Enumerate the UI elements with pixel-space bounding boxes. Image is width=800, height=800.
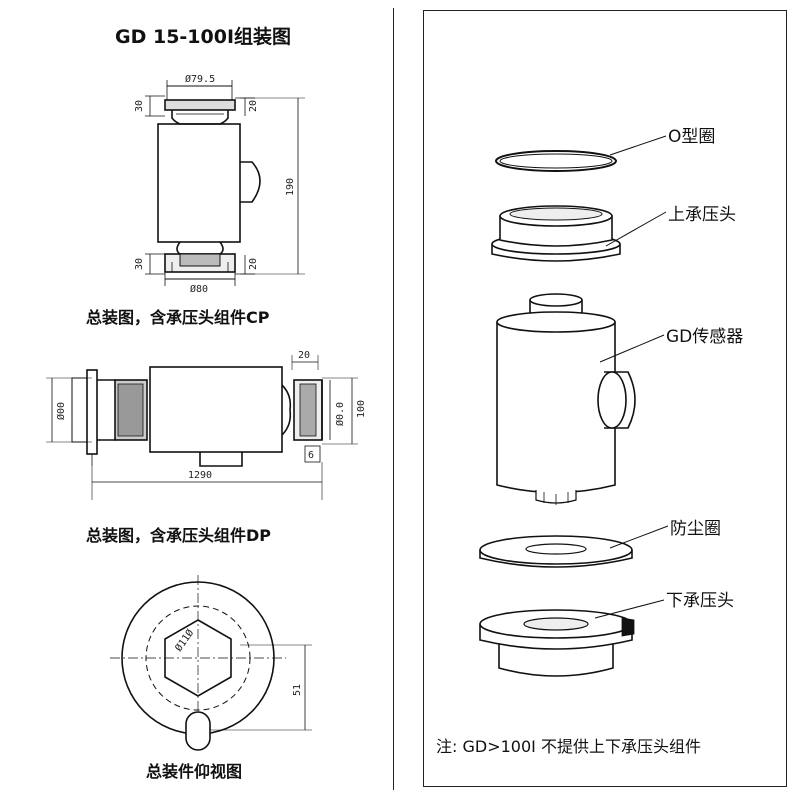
label-lower-head: 下承压头 [666,591,734,611]
assembly-title: GD 15-100I组装图 [115,26,292,48]
dim-cp-top-width: Ø79.5 [185,73,215,85]
svg-text:51: 51 [292,684,303,696]
caption-bottom-view: 总装件仰视图 [146,762,243,781]
label-gd-sensor: GD传感器 [666,327,744,347]
svg-text:Ø0.0: Ø0.0 [334,402,346,426]
svg-text:Ø00: Ø00 [55,402,67,420]
gd-sensor-part [496,293,636,505]
svg-text:6: 6 [308,450,314,461]
svg-text:190: 190 [285,178,296,196]
o-ring-part [495,150,617,172]
dim-cp-bottom-width: Ø80 [190,283,208,295]
svg-text:20: 20 [248,258,259,270]
dust-ring-part [479,535,633,568]
dp-assembly-drawing [46,355,358,500]
caption-cp: 总装图，含承压头组件CP [86,308,270,327]
bottom-view-drawing [110,575,312,751]
label-upper-head: 上承压头 [668,205,736,225]
svg-text:20: 20 [248,100,259,112]
svg-text:20: 20 [298,350,310,361]
caption-dp: 总装图，含承压头组件DP [86,526,272,545]
upper-head-part [491,205,621,262]
svg-text:1290: 1290 [188,470,212,481]
footnote: 注: GD>100I 不提供上下承压头组件 [436,737,701,756]
cp-assembly-drawing [145,80,305,286]
svg-text:100: 100 [356,400,367,418]
label-dust-ring: 防尘圈 [670,519,721,539]
svg-text:30: 30 [134,258,145,270]
label-o-ring: O型圈 [668,127,716,147]
lower-head-part [479,609,635,677]
svg-text:30: 30 [134,100,145,112]
